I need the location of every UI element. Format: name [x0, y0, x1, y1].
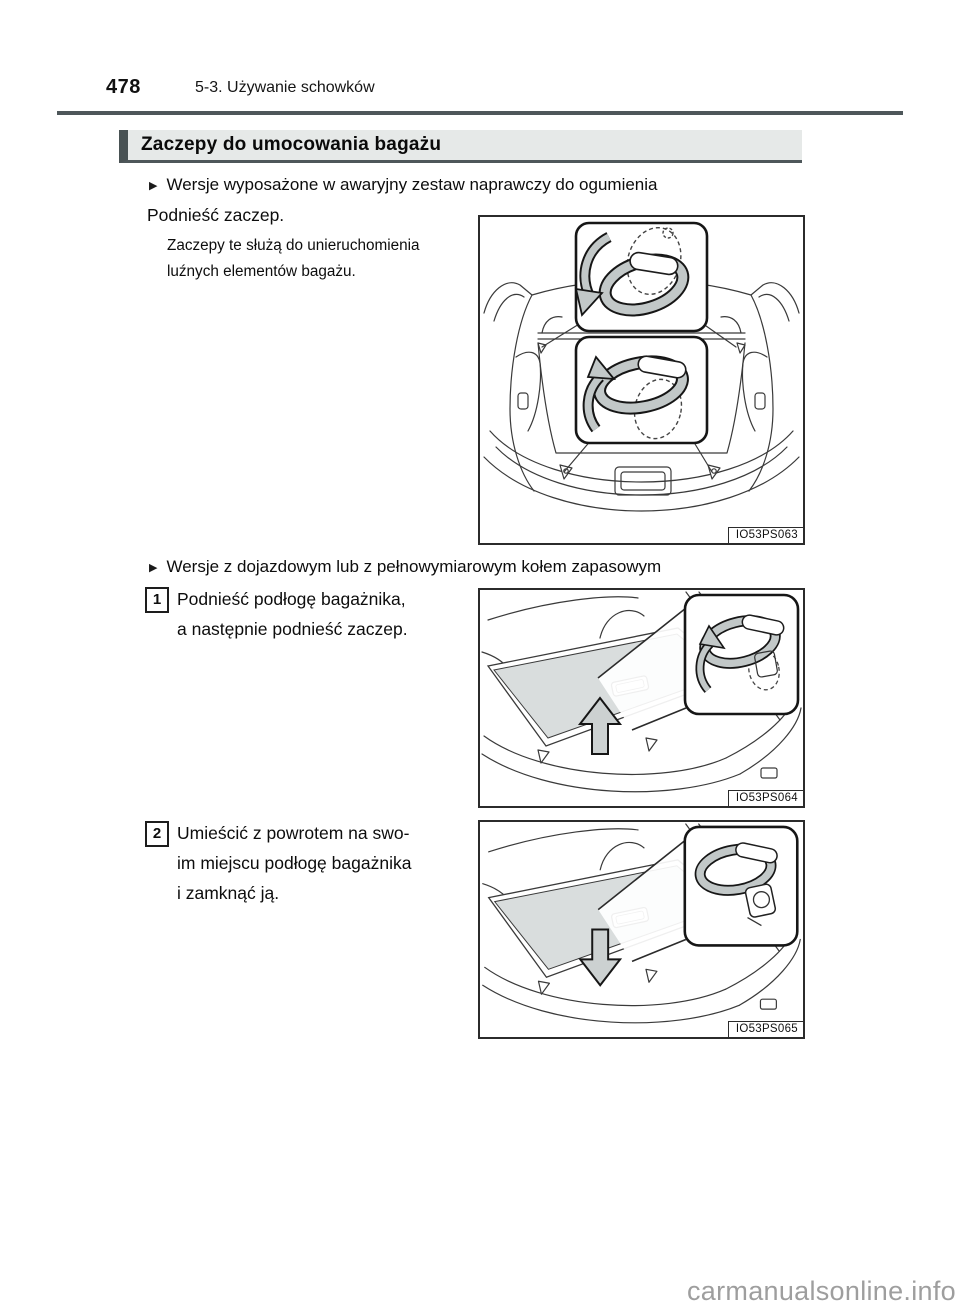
step1-text: Podnieść podłogę bagażnika, a następnie …	[177, 584, 408, 644]
step2-line2: im miejscu podłogę bagażnika	[177, 853, 412, 873]
figure-trunk-hooks: IO53PS063	[478, 215, 805, 545]
trunk-rear-illustration	[483, 221, 800, 512]
variant1-note: Zaczepy te służą do unieruchomienia luźn…	[167, 233, 420, 285]
section-title: Zaczepy do umocowania bagażu	[141, 134, 442, 155]
step1-number-box: 1	[145, 587, 169, 613]
trunk-floor-lift-illustration	[481, 591, 802, 793]
rotation-arrow-up-icon	[582, 355, 617, 433]
hook-raised-icon	[694, 842, 778, 927]
variant1-heading: Wersje wyposażone w awaryjny zestaw napr…	[166, 175, 658, 194]
variant1-note-line1: Zaczepy te służą do unieruchomienia	[167, 237, 420, 254]
page-number: 478	[106, 76, 141, 98]
step2-text: Umieścić z powrotem na swo- im miejscu p…	[177, 818, 411, 908]
hook-raised-icon	[593, 355, 689, 440]
rotation-arrow-ccw-icon	[574, 232, 612, 317]
variant1-instruction: Podnieść zaczep.	[147, 205, 285, 225]
variant1-note-line2: luźnych elementów bagażu.	[167, 263, 356, 280]
step2-number-box: 2	[145, 821, 169, 847]
watermark-text: carmanualsonline.info	[687, 1276, 956, 1306]
figure-code-label: IO53PS065	[727, 1021, 803, 1037]
step1-line1: Podnieść podłogę bagażnika,	[177, 589, 406, 609]
down-arrow-icon	[578, 928, 623, 987]
callout-box-hook	[597, 825, 799, 963]
step2-line1: Umieścić z powrotem na swo-	[177, 823, 410, 843]
variant1-heading-row: ▶ Wersje wyposażone w awaryjny zestaw na…	[149, 175, 658, 195]
figure-code-label: IO53PS064	[727, 790, 803, 806]
header-rule	[57, 111, 903, 115]
callout-box-lower	[574, 335, 709, 445]
figure-floor-lift: IO53PS064	[478, 588, 805, 808]
rotation-arrow-up-icon	[695, 624, 726, 693]
triangle-bullet-icon: ▶	[149, 562, 158, 574]
variant2-heading-row: ▶ Wersje z dojazdowym lub z pełnowymiaro…	[149, 557, 661, 577]
hook-rotated-down-icon	[598, 226, 690, 317]
chapter-title: 5-3. Używanie schowków	[195, 79, 375, 96]
figure-floor-close: IO53PS065	[478, 820, 805, 1039]
callout-box-upper	[574, 221, 709, 333]
section-header: Zaczepy do umocowania bagażu	[119, 130, 802, 163]
trunk-floor-close-illustration	[482, 823, 801, 1024]
variant2-heading: Wersje z dojazdowym lub z pełnowymiarowy…	[166, 557, 662, 576]
step1-line2: a następnie podnieść zaczep.	[177, 619, 408, 639]
figure-code-label: IO53PS063	[727, 527, 803, 543]
step2-line3: i zamknąć ją.	[177, 883, 280, 903]
triangle-bullet-icon: ▶	[149, 180, 158, 192]
up-arrow-icon	[577, 696, 623, 755]
callout-box-hook	[597, 593, 800, 731]
